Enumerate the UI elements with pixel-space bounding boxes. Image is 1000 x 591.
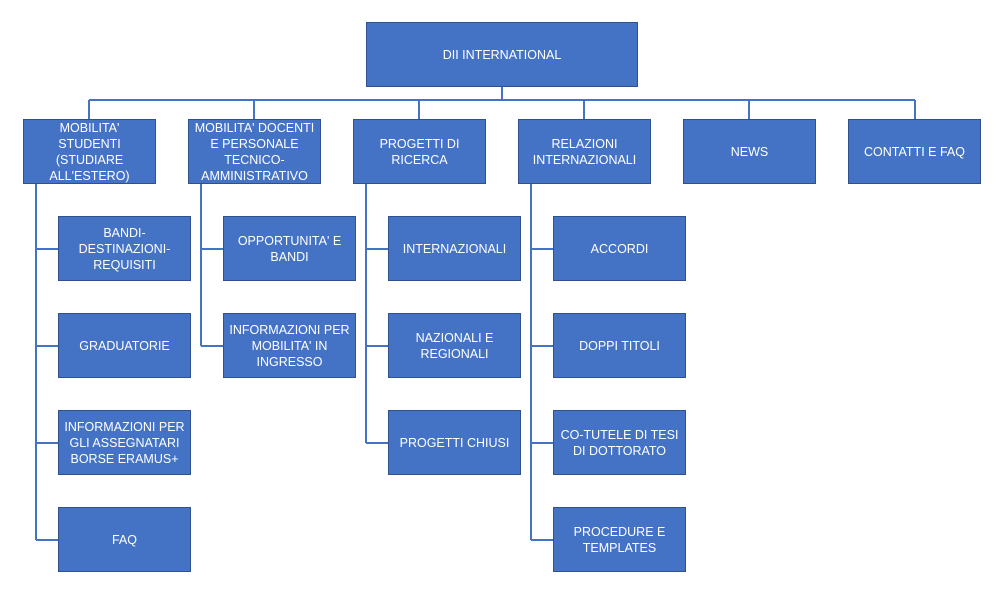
child-informazioni-mobilita-ingresso[interactable]: INFORMAZIONI PER MOBILITA' IN INGRESSO	[223, 313, 356, 378]
category-contatti-e-faq[interactable]: CONTATTI E FAQ	[848, 119, 981, 184]
child-informazioni-assegnatari[interactable]: INFORMAZIONI PER GLI ASSEGNATARI BORSE E…	[58, 410, 191, 475]
child-nazionali-e-regionali[interactable]: NAZIONALI E REGIONALI	[388, 313, 521, 378]
root-node-label: DII INTERNATIONAL	[442, 47, 562, 62]
category-relazioni-internazionali[interactable]: RELAZIONI INTERNAZIONALI	[518, 119, 651, 184]
child-bandi-destinazioni-requisiti[interactable]: BANDI-DESTINAZIONI-REQUISITI	[58, 216, 191, 281]
category-label: CONTATTI E FAQ	[864, 144, 965, 159]
child-label: INTERNAZIONALI	[402, 241, 507, 256]
category-progetti-di-ricerca[interactable]: PROGETTI DI RICERCA	[353, 119, 486, 184]
child-internazionali[interactable]: INTERNAZIONALI	[388, 216, 521, 281]
child-doppi-titoli[interactable]: DOPPI TITOLI	[553, 313, 686, 378]
category-mobilita-studenti[interactable]: MOBILITA' STUDENTI (STUDIARE ALL'ESTERO)	[23, 119, 156, 184]
child-label: PROGETTI CHIUSI	[399, 435, 510, 450]
child-graduatorie[interactable]: GRADUATORIE	[58, 313, 191, 378]
category-label: MOBILITA' STUDENTI (STUDIARE ALL'ESTERO)	[49, 120, 130, 183]
category-news[interactable]: NEWS	[683, 119, 816, 184]
child-faq[interactable]: FAQ	[58, 507, 191, 572]
child-label: INFORMAZIONI PER MOBILITA' IN INGRESSO	[229, 322, 350, 369]
child-label: INFORMAZIONI PER GLI ASSEGNATARI BORSE E…	[64, 419, 185, 466]
child-co-tutele-tesi-dottorato[interactable]: CO-TUTELE DI TESI DI DOTTORATO	[553, 410, 686, 475]
category-label: NEWS	[730, 144, 769, 159]
category-label: RELAZIONI INTERNAZIONALI	[532, 136, 637, 167]
child-label: ACCORDI	[590, 241, 649, 256]
child-label: NAZIONALI E REGIONALI	[415, 330, 494, 361]
category-label: PROGETTI DI RICERCA	[379, 136, 460, 167]
category-mobilita-docenti[interactable]: MOBILITA' DOCENTI E PERSONALE TECNICO-AM…	[188, 119, 321, 184]
child-progetti-chiusi[interactable]: PROGETTI CHIUSI	[388, 410, 521, 475]
child-opportunita-e-bandi[interactable]: OPPORTUNITA' E BANDI	[223, 216, 356, 281]
child-label: OPPORTUNITA' E BANDI	[237, 233, 342, 264]
child-label: GRADUATORIE	[79, 338, 170, 353]
child-label: PROCEDURE E TEMPLATES	[573, 524, 666, 555]
category-label: MOBILITA' DOCENTI E PERSONALE TECNICO-AM…	[194, 120, 315, 183]
child-label: CO-TUTELE DI TESI DI DOTTORATO	[560, 427, 679, 458]
child-label: BANDI-DESTINAZIONI-REQUISITI	[78, 225, 171, 272]
child-procedure-e-templates[interactable]: PROCEDURE E TEMPLATES	[553, 507, 686, 572]
child-label: DOPPI TITOLI	[579, 338, 660, 353]
child-label: FAQ	[111, 532, 137, 547]
root-node[interactable]: DII INTERNATIONAL	[366, 22, 638, 87]
child-accordi[interactable]: ACCORDI	[553, 216, 686, 281]
